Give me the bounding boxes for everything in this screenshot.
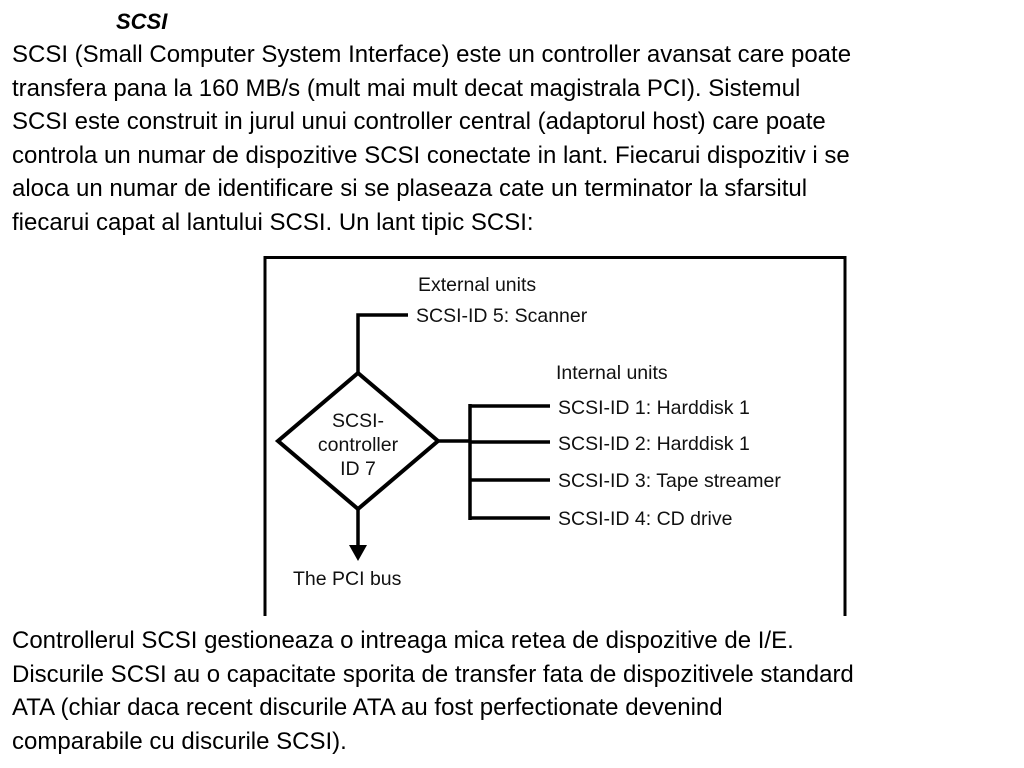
- intro-paragraph: SCSI (Small Computer System Interface) e…: [12, 38, 1022, 239]
- page-title: SCSI: [116, 9, 168, 34]
- internal-unit-label: SCSI-ID 1: Harddisk 1: [558, 397, 750, 419]
- controller-label-line: controller: [318, 434, 399, 456]
- intro-line: SCSI este construit in jurul unui contro…: [12, 108, 826, 135]
- pci-bus-label: The PCI bus: [293, 568, 402, 590]
- scsi-chain-diagram: External units SCSI-ID 5: Scanner Intern…: [263, 256, 847, 616]
- internal-units-header: Internal units: [556, 362, 668, 384]
- intro-line: aloca un numar de identificare si se pla…: [12, 175, 808, 202]
- intro-line: SCSI (Small Computer System Interface) e…: [12, 41, 852, 68]
- intro-line: transfera pana la 160 MB/s (mult mai mul…: [12, 74, 801, 102]
- external-units-header: External units: [418, 274, 536, 296]
- outro-line: comparabile cu discurile SCSI).: [12, 727, 347, 755]
- external-unit-label: SCSI-ID 5: Scanner: [416, 305, 588, 327]
- outro-line: ATA (chiar daca recent discurile ATA au …: [12, 694, 723, 721]
- outro-paragraph: Controllerul SCSI gestioneaza o intreaga…: [12, 624, 1022, 758]
- internal-unit-label: SCSI-ID 4: CD drive: [558, 508, 732, 530]
- intro-line: controla un numar de dispozitive SCSI co…: [12, 141, 850, 169]
- internal-unit-label: SCSI-ID 3: Tape streamer: [558, 470, 781, 492]
- controller-label-line: ID 7: [340, 458, 376, 480]
- outro-line: Controllerul SCSI gestioneaza o intreaga…: [12, 627, 794, 654]
- outro-line: Discurile SCSI au o capacitate sporita d…: [12, 660, 854, 688]
- internal-unit-label: SCSI-ID 2: Harddisk 1: [558, 433, 750, 455]
- controller-label-line: SCSI-: [332, 410, 384, 432]
- external-connector-line: [356, 313, 408, 386]
- intro-line: fiecarui capat al lantului SCSI. Un lant…: [12, 208, 534, 236]
- down-arrow-icon: [349, 545, 367, 561]
